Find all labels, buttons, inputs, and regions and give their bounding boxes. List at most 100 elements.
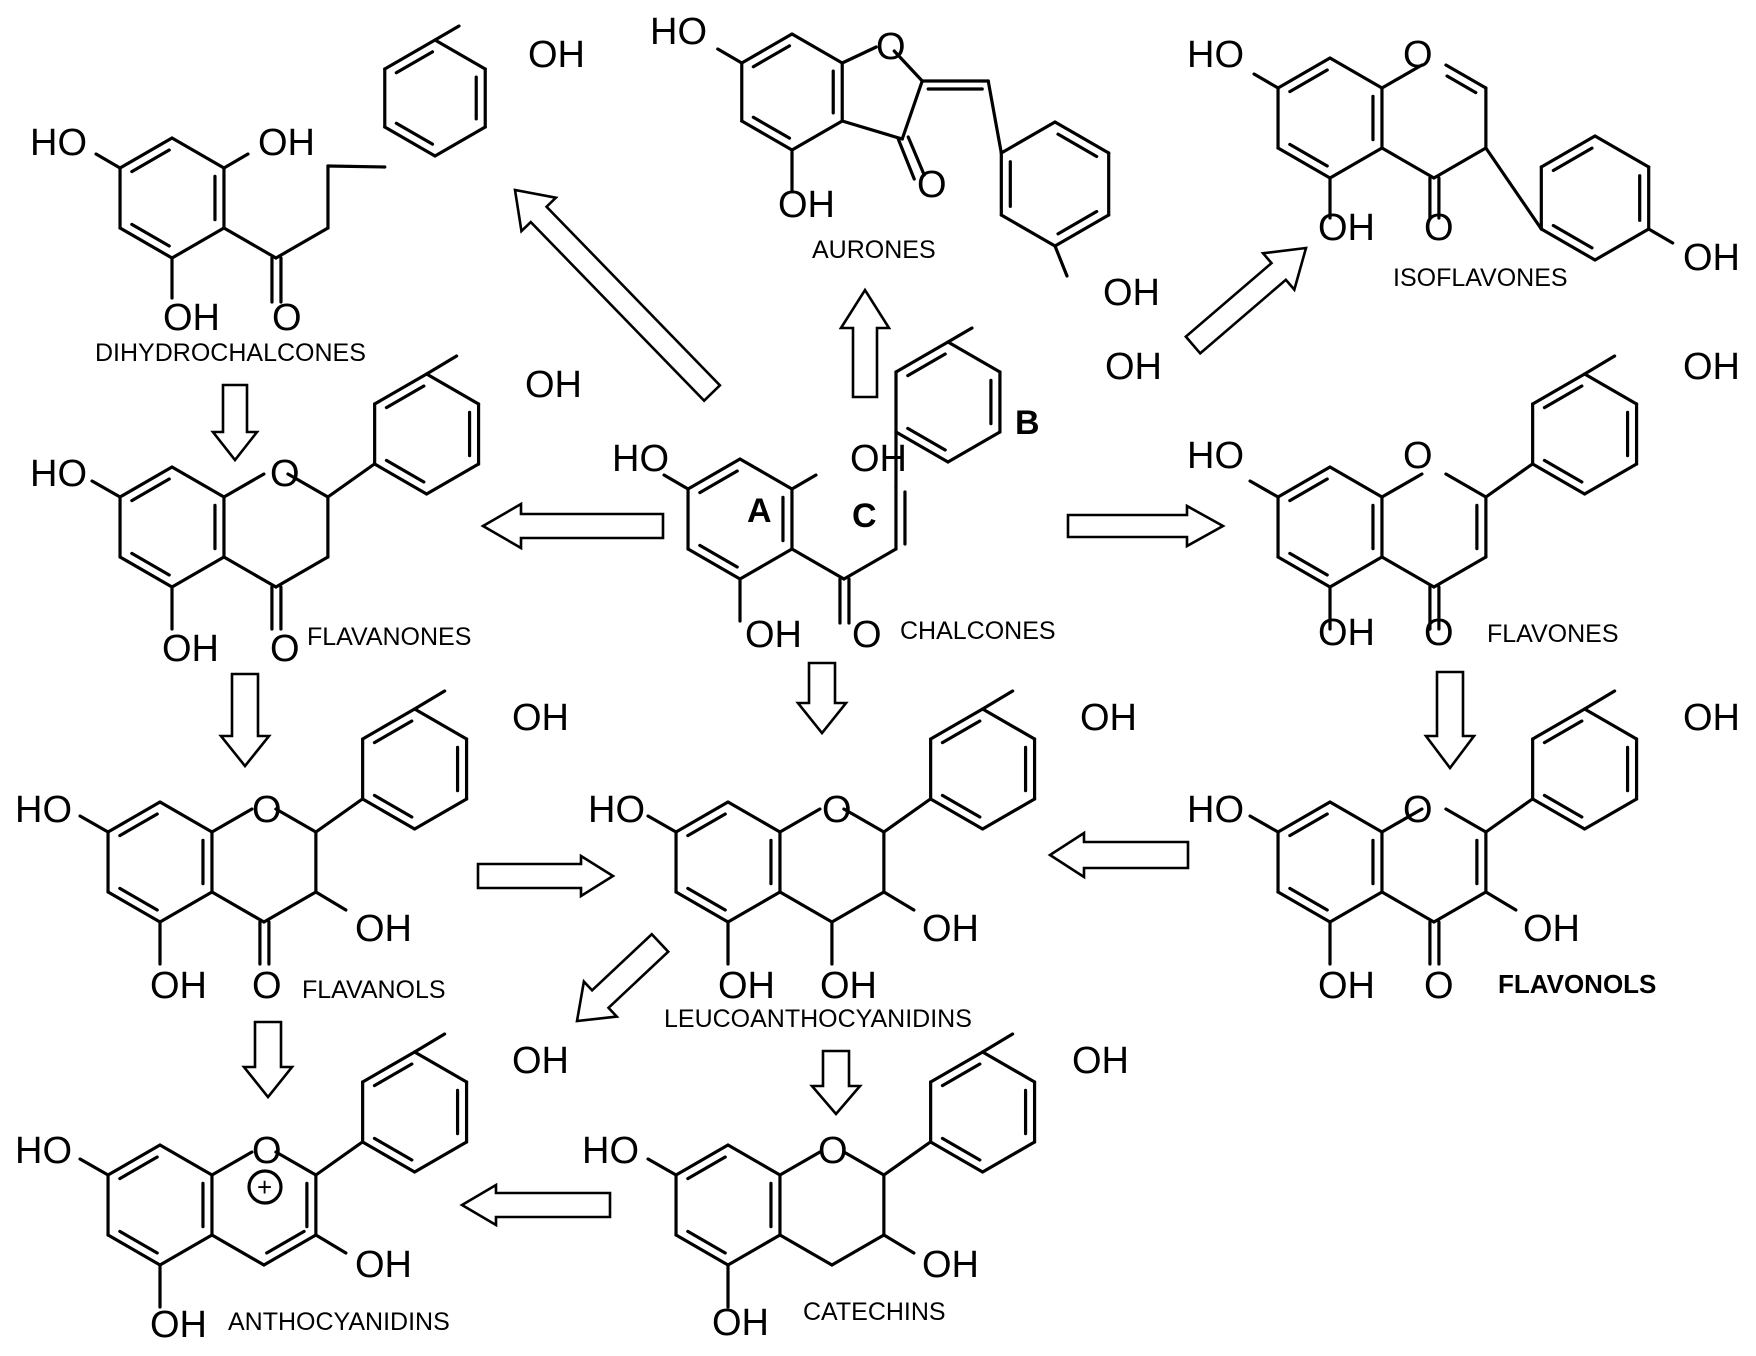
bond-line [1276, 555, 1332, 589]
bond-line [751, 44, 792, 69]
bond-line [106, 800, 162, 834]
bond-line [383, 38, 437, 71]
bond-line [433, 125, 487, 158]
bond-line [981, 689, 1015, 711]
bond-line [1380, 63, 1424, 90]
bond-line [265, 1229, 306, 1255]
bond-line [1583, 372, 1639, 406]
bond-line [373, 462, 429, 496]
bond-line [946, 326, 974, 344]
flavone-oh-label: OH [1683, 346, 1740, 388]
bond-line [372, 1062, 414, 1088]
bond-line [314, 890, 348, 912]
dihydrochalcone-oh-label: OH [163, 297, 220, 339]
catechin-ho-label: HO [582, 1130, 639, 1172]
bond-line [314, 797, 365, 834]
bond-line [896, 137, 916, 181]
bond-line [1444, 472, 1488, 499]
bond-line [413, 1032, 447, 1054]
bond-line [940, 1136, 982, 1162]
bond-line [118, 555, 174, 589]
bond-line [894, 430, 950, 464]
bond-line [372, 1136, 414, 1162]
leuco-oh-label: OH [718, 965, 775, 1007]
bond-line [1647, 227, 1675, 245]
isoflavone-oh-label: OH [1318, 207, 1375, 249]
bond-line [210, 890, 266, 924]
bond-line [1380, 890, 1436, 924]
bond-line [940, 719, 982, 745]
compound-label-isoflavones: ISOFLAVONES [1393, 264, 1568, 292]
reaction-arrow [795, 661, 849, 736]
ring-label-c: C [852, 497, 877, 535]
flavonol-ring-o: O [1403, 789, 1433, 831]
bond-line [1328, 465, 1384, 499]
oxonium-charge-circle [247, 1169, 283, 1205]
anthocyanidin-ring-o: O [252, 1130, 282, 1172]
bond-line [674, 890, 730, 924]
bond-line [118, 812, 159, 838]
bond-line [740, 32, 794, 65]
bond-line [158, 890, 214, 924]
bond-line [314, 1233, 348, 1255]
flavone-carbonyl-o: O [1424, 612, 1454, 654]
bond-line [686, 812, 727, 838]
compound-label-aurones: AURONES [812, 236, 936, 264]
bond-line [425, 462, 481, 496]
compound-label-leucoanthocyanidins: LEUCOANTHOCYANIDINS [664, 1005, 972, 1033]
catechin-oh-label: OH [712, 1302, 769, 1344]
bond-line [106, 1143, 162, 1177]
bond-line [1583, 797, 1639, 831]
bond-line [698, 543, 739, 569]
bond-line [726, 800, 782, 834]
bond-line [274, 555, 330, 589]
bond-line [118, 136, 174, 170]
bond-line [1551, 223, 1594, 250]
bond-line [383, 125, 437, 158]
bond-line [842, 1150, 886, 1177]
dihydrochalcone-oh-label: OH [258, 122, 315, 164]
flavanol-ring-o: O [252, 789, 282, 831]
flavonol-ho-label: HO [1187, 789, 1244, 831]
bond-line [1328, 56, 1384, 90]
reaction-arrow [480, 501, 665, 551]
diagram-labels: HO OH OH O OH A C B CHALCONES OH HO OH O… [15, 11, 1740, 1346]
flavanone-oh-label: OH [525, 364, 582, 406]
bond-line [1484, 890, 1518, 912]
bond-line [686, 1229, 727, 1255]
bond-line [1531, 797, 1587, 831]
bond-line [900, 79, 924, 141]
bond-line [433, 24, 461, 42]
bond-line [1445, 74, 1478, 95]
bond-line [210, 1233, 266, 1267]
reaction-arrow [838, 287, 892, 399]
bond-line [726, 1143, 782, 1177]
bond-line [433, 38, 487, 71]
bond-line [274, 226, 330, 260]
bond-line [740, 119, 794, 152]
bond-line [1542, 458, 1584, 484]
bond-line [830, 1233, 886, 1267]
bond-line [170, 226, 226, 260]
bond-line [894, 340, 950, 374]
bond-line [1542, 384, 1584, 410]
bond-line [106, 1233, 162, 1267]
compound-label-flavonols: FLAVONOLS [1498, 969, 1656, 999]
bond-line [1276, 56, 1332, 90]
bond-line [1053, 120, 1111, 155]
bond-line [1583, 354, 1617, 376]
bond-line [262, 1233, 318, 1267]
bond-line [981, 1140, 1037, 1174]
chalcone-carbonyl-o: O [852, 614, 882, 656]
bond-line [222, 555, 278, 589]
bond-line [674, 1233, 730, 1267]
aurone-oh-label: OH [1103, 272, 1160, 314]
flavanol-ho-label: HO [15, 789, 72, 831]
bond-line [999, 120, 1057, 155]
bond-line [1539, 227, 1597, 262]
bond-line [1593, 134, 1651, 169]
bond-line [1328, 555, 1384, 589]
bond-line [790, 119, 844, 152]
bond-line [274, 1150, 318, 1177]
bond-line [326, 462, 377, 499]
